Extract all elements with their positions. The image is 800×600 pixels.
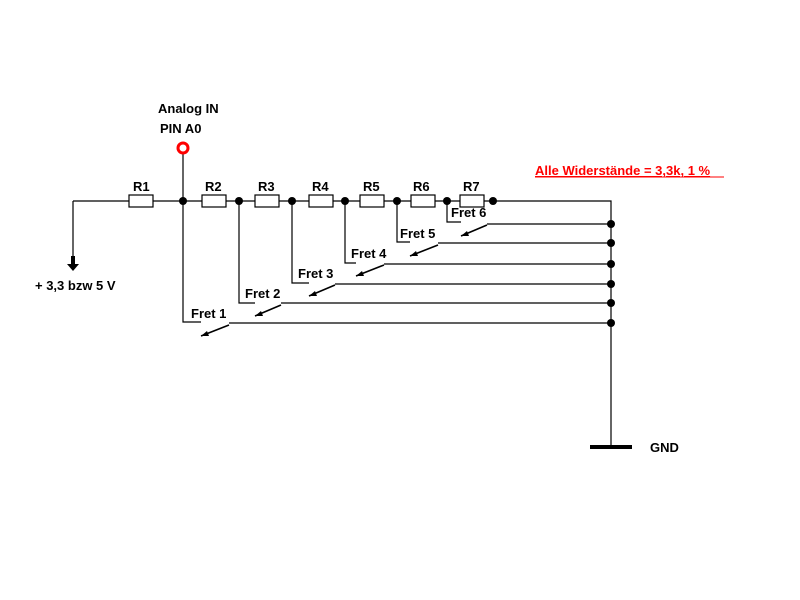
bus-junction-dot [607, 319, 615, 327]
resistor-label: R4 [312, 179, 329, 194]
fret3-tap-wire [291, 201, 309, 284]
junction-dot [489, 197, 497, 205]
resistor-label: R2 [205, 179, 222, 194]
fret6-tap-wire [446, 201, 461, 223]
fret4-tap-wire [344, 201, 356, 264]
fret-label: Fret 3 [298, 266, 333, 281]
fret6-switch [460, 224, 488, 237]
junction-dot [341, 197, 349, 205]
bus-junction-dot [607, 260, 615, 268]
resistor-r2 [201, 194, 227, 208]
junction-dot [443, 197, 451, 205]
junction-dot [288, 197, 296, 205]
pin-a0-label: PIN A0 [160, 121, 201, 136]
supply-label: + 3,3 bzw 5 V [35, 278, 116, 293]
bus-junction-dot [607, 299, 615, 307]
ground-bus-wire [493, 200, 612, 447]
arrow-down-icon [67, 256, 79, 271]
fret3-switch [308, 284, 336, 297]
fret-label: Fret 1 [191, 306, 226, 321]
fret-label: Fret 4 [351, 246, 387, 261]
bus-junction-dot [607, 239, 615, 247]
ground-icon [590, 445, 632, 449]
resistor-r7 [459, 194, 485, 208]
fret2-tap-wire [238, 201, 255, 304]
resistor-label: R1 [133, 179, 150, 194]
fret1-switch [200, 324, 230, 337]
fret-label: Fret 6 [451, 205, 486, 220]
resistor-r6 [410, 194, 436, 208]
analog-pin-icon [176, 141, 190, 155]
fret-label: Fret 5 [400, 226, 435, 241]
fret4-switch [355, 264, 385, 277]
resistor-label: R6 [413, 179, 430, 194]
junction-dot [179, 197, 187, 205]
resistor-r1 [128, 194, 154, 208]
analog-in-label: Analog IN [158, 101, 219, 116]
gnd-label: GND [650, 440, 679, 455]
fret5-tap-wire [396, 201, 410, 243]
resistor-label: R7 [463, 179, 480, 194]
resistor-r4 [308, 194, 334, 208]
fret-label: Fret 2 [245, 286, 280, 301]
fret1-tap-wire [182, 201, 201, 323]
junction-dot [235, 197, 243, 205]
bus-junction-dot [607, 280, 615, 288]
fret2-switch [254, 304, 282, 317]
resistor-r5 [359, 194, 385, 208]
resistor-label: R5 [363, 179, 380, 194]
resistor-note: Alle Widerstände = 3,3k, 1 % [535, 163, 711, 178]
fret5-switch [409, 244, 439, 257]
resistor-label: R3 [258, 179, 275, 194]
junction-dot [393, 197, 401, 205]
bus-junction-dot [607, 220, 615, 228]
resistor-r3 [254, 194, 280, 208]
